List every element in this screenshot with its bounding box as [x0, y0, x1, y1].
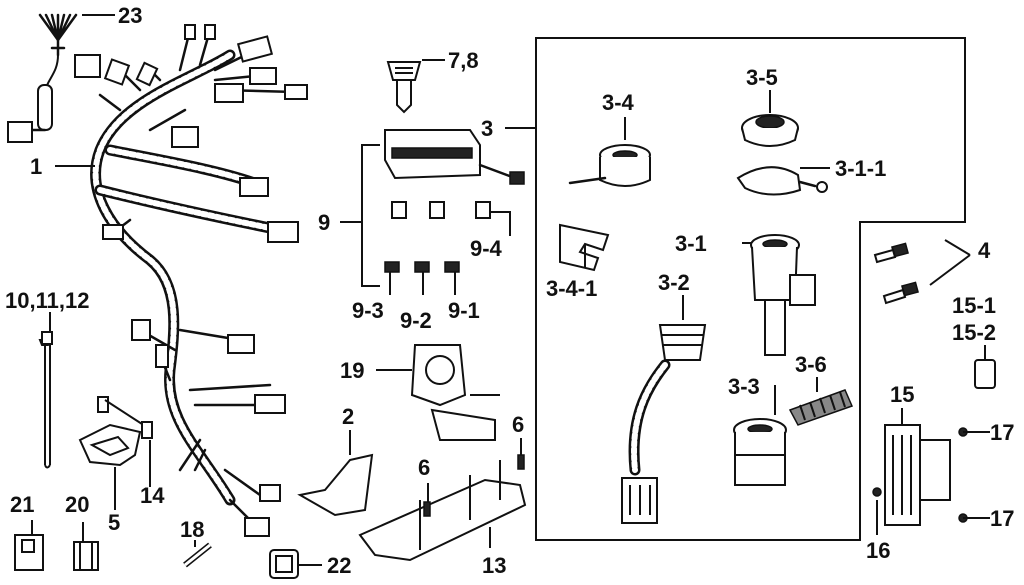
callout-16: 16 — [866, 538, 890, 563]
callout-21: 21 — [10, 492, 34, 517]
callout-15-1: 15-1 — [952, 293, 996, 318]
callout-3-3: 3-3 — [728, 374, 760, 399]
ignition-switch-3-1 — [750, 234, 816, 356]
callout-10-11-12: 10,11,12 — [5, 288, 89, 313]
cable-tie-10-11-12 — [38, 331, 53, 469]
harness-3-2 — [621, 324, 707, 524]
callout-1: 1 — [30, 154, 42, 179]
callout-9-3: 9-3 — [352, 298, 384, 323]
callout-3-1: 3-1 — [675, 231, 707, 256]
bracket-line-9 — [361, 144, 380, 287]
callout-4: 4 — [978, 238, 991, 263]
lock-3-4 — [568, 144, 651, 187]
screws-4 — [873, 242, 919, 305]
callout-6-left: 6 — [418, 455, 430, 480]
callout-9: 9 — [318, 210, 330, 235]
callout-17-bottom: 17 — [990, 506, 1014, 531]
callout-3-4: 3-4 — [602, 90, 635, 115]
connector-22 — [269, 549, 299, 579]
connector-20 — [73, 541, 99, 571]
callout-15-2: 15-2 — [952, 320, 996, 345]
bracket-2 — [297, 453, 374, 517]
group-frame-3 — [535, 37, 966, 541]
cover-3-1-1 — [736, 166, 828, 196]
relay-21 — [14, 534, 44, 571]
callout-6-right: 6 — [512, 412, 524, 437]
callout-18: 18 — [180, 517, 204, 542]
callout-3: 3 — [481, 116, 493, 141]
callout-9-4: 9-4 — [470, 236, 503, 261]
callout-22: 22 — [327, 553, 351, 578]
clip-3-4-1 — [559, 223, 610, 272]
callout-3-4-1: 3-4-1 — [546, 276, 597, 301]
relays-9-4 — [391, 201, 491, 219]
callout-2: 2 — [342, 404, 354, 429]
callout-19: 19 — [340, 358, 364, 383]
callout-7-8: 7,8 — [448, 48, 479, 73]
callout-14: 14 — [140, 483, 165, 508]
bracket-line-9-4 — [490, 211, 511, 236]
leader-lines — [31, 14, 990, 566]
relay-box-9 — [384, 129, 525, 185]
callout-13: 13 — [482, 553, 506, 578]
callout-3-6: 3-6 — [795, 352, 827, 377]
key-7-8 — [386, 61, 422, 114]
callout-23: 23 — [118, 3, 142, 28]
callout-3-1-1: 3-1-1 — [835, 156, 886, 181]
sensor-23 — [7, 13, 78, 143]
bracket-13 — [358, 460, 527, 562]
harness-connectors — [74, 24, 308, 537]
bracket-19 — [410, 344, 500, 441]
fuse-18 — [183, 542, 212, 568]
sleeve-3-6 — [788, 389, 854, 426]
lock-3-3 — [733, 418, 787, 486]
bracket-5 — [78, 396, 153, 467]
callout-3-5: 3-5 — [746, 65, 778, 90]
callout-labels: 23 1 10,11,12 14 5 21 20 18 22 2 19 7,8 … — [5, 3, 1014, 578]
fuses-9-1-2-3 — [384, 261, 460, 273]
cap-3-5 — [741, 114, 799, 147]
callout-17-top: 17 — [990, 420, 1014, 445]
callout-3-2: 3-2 — [658, 270, 690, 295]
callout-9-2: 9-2 — [400, 308, 432, 333]
callout-20: 20 — [65, 492, 89, 517]
callout-5: 5 — [108, 510, 120, 535]
callout-9-1: 9-1 — [448, 298, 480, 323]
callout-15: 15 — [890, 382, 914, 407]
